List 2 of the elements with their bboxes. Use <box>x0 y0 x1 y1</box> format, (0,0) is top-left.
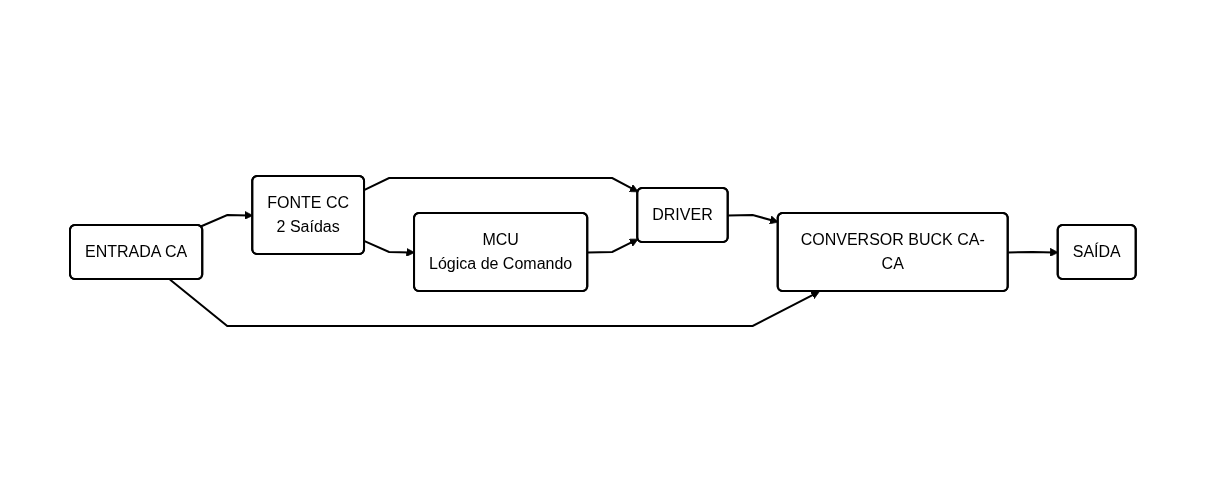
arrow <box>727 213 779 224</box>
arrow <box>169 278 820 327</box>
